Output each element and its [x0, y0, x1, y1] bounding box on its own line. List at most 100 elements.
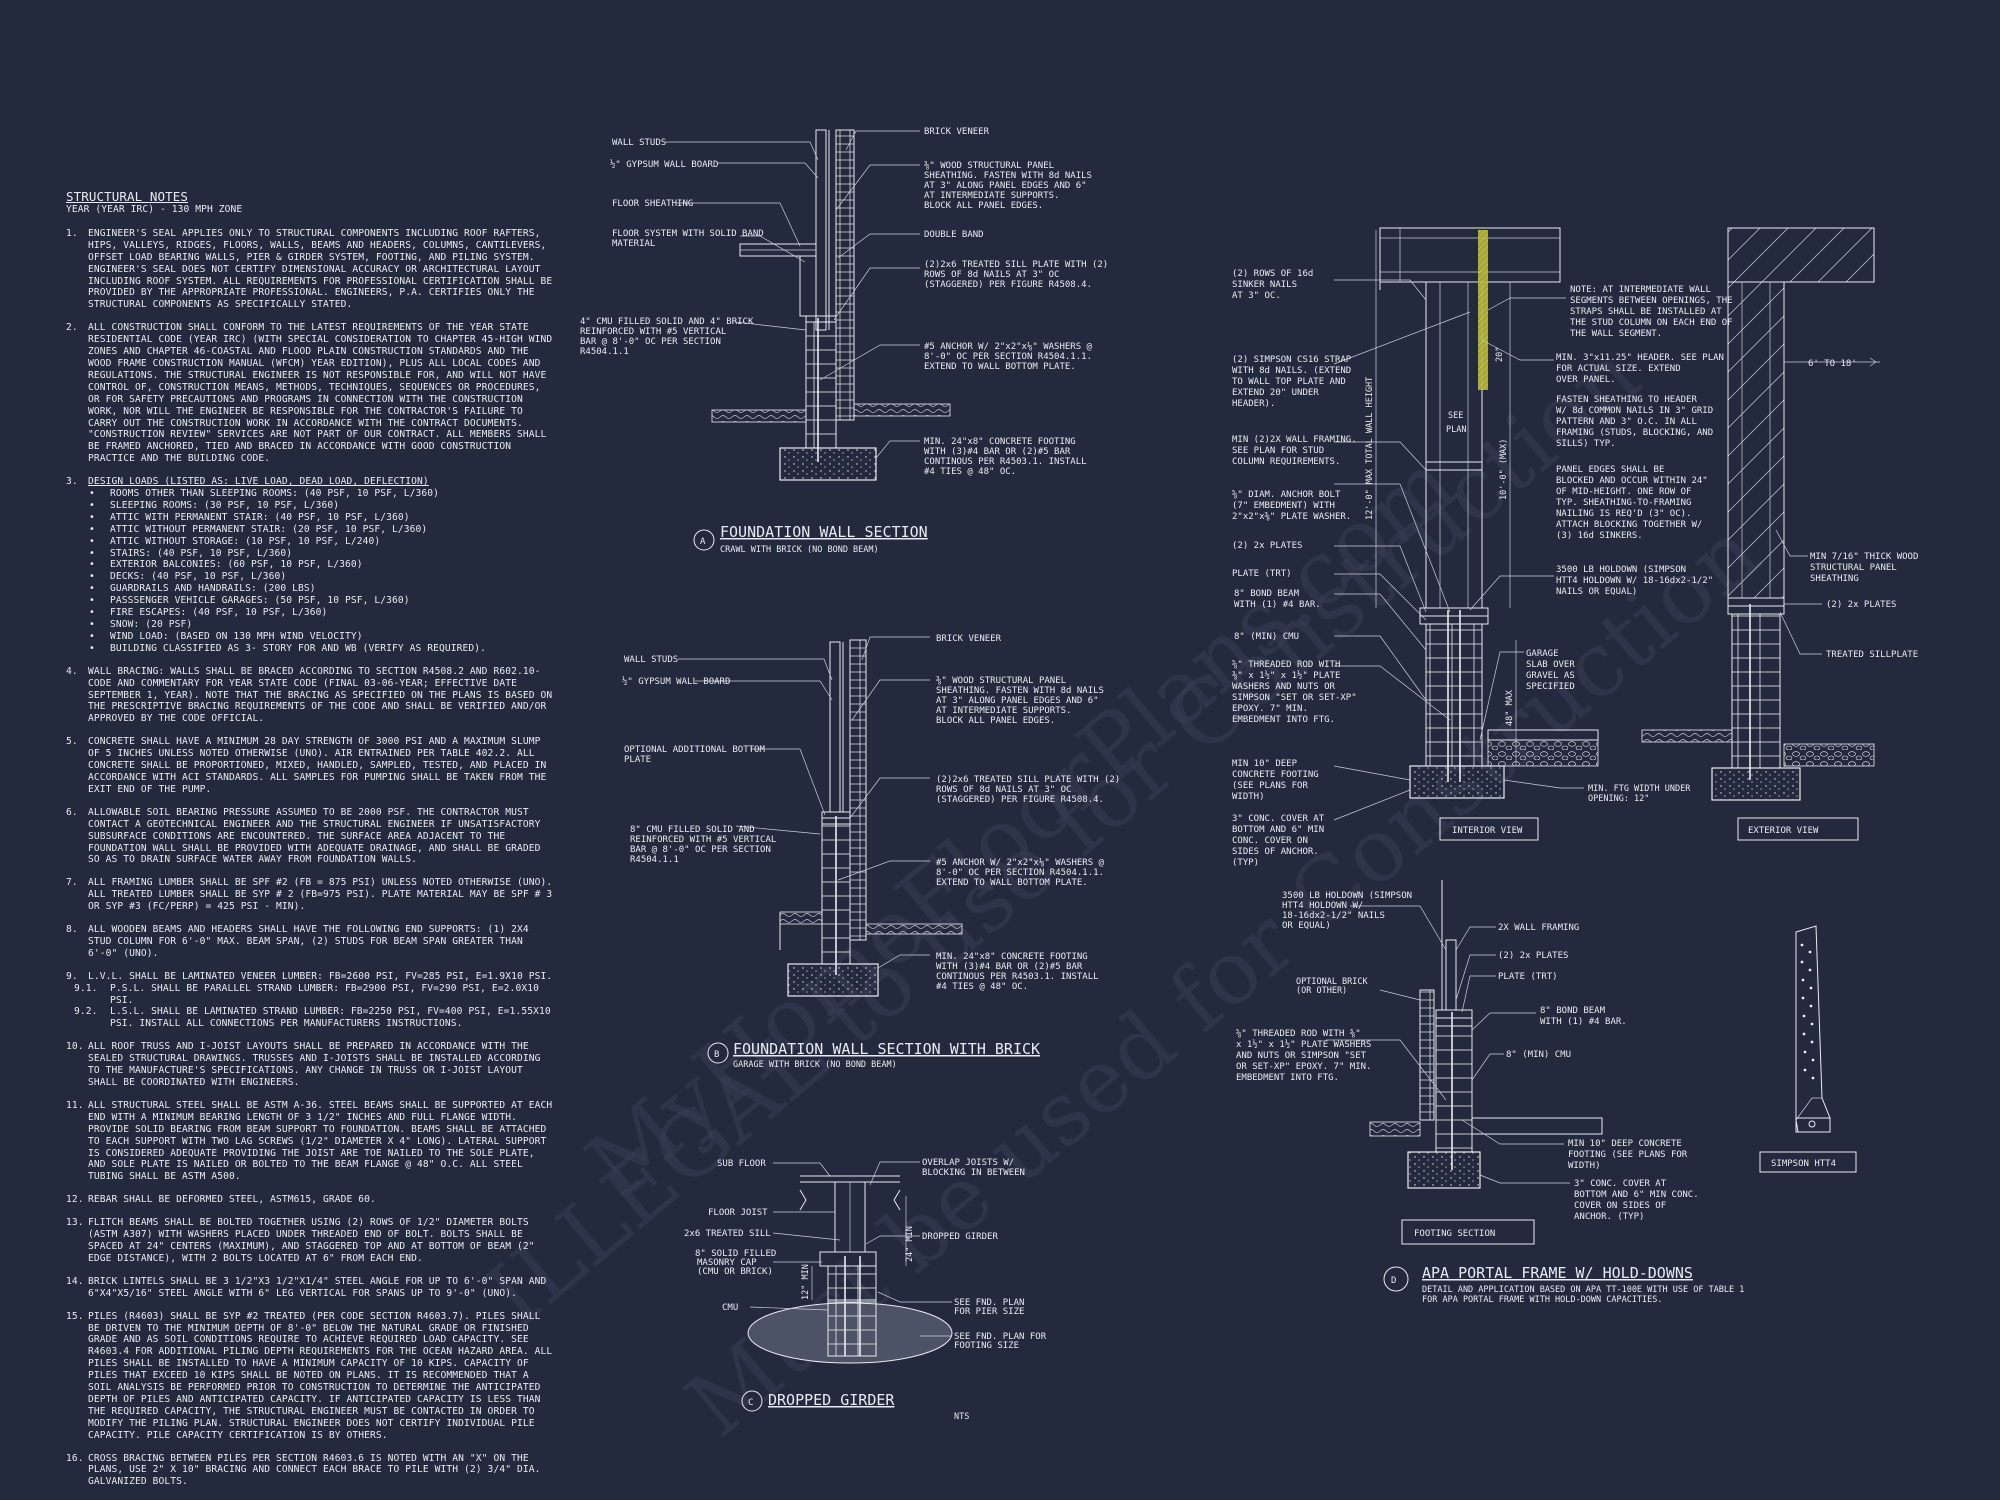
- label: FRAMING (STUDS, BLOCKING, AND: [1556, 428, 1713, 438]
- label: WIDTH): [1568, 1161, 1601, 1171]
- label: 3" CONC. COVER AT: [1232, 814, 1325, 824]
- label: MIN. 3"x11.25" HEADER. SEE PLAN: [1556, 353, 1724, 363]
- design-load-item: ATTIC WITH PERMANENT STAIR: (40 PSF, 10 …: [88, 512, 556, 524]
- label: SIDES OF ANCHOR.: [1232, 847, 1319, 857]
- label: AT 3" ALONG PANEL EDGES AND 6": [936, 696, 1099, 706]
- label: CONC. COVER ON: [1232, 836, 1308, 846]
- label: PATTERN AND 3" O.C. IN ALL: [1556, 417, 1697, 427]
- design-load-item: BUILDING CLASSIFIED AS 3- STORY FOR AND …: [88, 643, 556, 655]
- label: CONTINOUS PER R4503.1. INSTALL: [924, 457, 1087, 467]
- note-text: L.V.L. SHALL BE LAMINATED VENEER LUMBER:…: [88, 970, 553, 982]
- label: FOR ACTUAL SIZE. EXTEND: [1556, 364, 1681, 374]
- detail-b-foundation-wall-brick: WALL STUDS ½" GYPSUM WALL BOARD OPTIONAL…: [622, 634, 1120, 1070]
- label: HTT4 HOLDOWN W/ 18-16dx2-1/2": [1556, 576, 1713, 586]
- label: 18-16dx2-1/2" NAILS: [1282, 911, 1385, 921]
- label: NOTE: AT INTERMEDIATE WALL: [1570, 285, 1711, 295]
- label: (2)2x6 TREATED SILL PLATE WITH (2): [936, 775, 1120, 785]
- note-text: ALL ROOF TRUSS AND I-JOIST LAYOUTS SHALL…: [88, 1041, 541, 1088]
- note-text: ALL CONSTRUCTION SHALL CONFORM TO THE LA…: [88, 322, 553, 465]
- detail-d-marker: [1383, 1266, 1409, 1292]
- label: CONTINOUS PER R4503.1. INSTALL: [936, 972, 1099, 982]
- label: AND NUTS OR SIMPSON "SET: [1236, 1051, 1367, 1061]
- design-loads-list: ROOMS OTHER THAN SLEEPING ROOMS: (40 PSF…: [88, 488, 556, 655]
- note-item: 3.DESIGN LOADS (LISTED AS: LIVE LOAD, DE…: [66, 476, 556, 655]
- label: ANCHOR. (TYP): [1574, 1212, 1644, 1222]
- note-heading: DESIGN LOADS (LISTED AS: LIVE LOAD, DEAD…: [88, 476, 429, 488]
- label: BRICK VENEER: [924, 127, 990, 137]
- label: SEGMENTS BETWEEN OPENINGS, THE: [1570, 296, 1733, 306]
- note-text: ALLOWABLE SOIL BEARING PRESSURE ASSUMED …: [88, 806, 541, 866]
- label: EPOXY. 7" MIN.: [1232, 704, 1308, 714]
- label: ROWS OF 8d NAILS AT 3" OC: [936, 785, 1071, 795]
- label: MIN 10" DEEP CONCRETE: [1568, 1139, 1682, 1149]
- label: SEE: [1448, 411, 1463, 421]
- label: x 1½" x 1½" PLATE WASHERS: [1236, 1039, 1371, 1050]
- label: BLOCK ALL PANEL EDGES.: [924, 201, 1043, 211]
- label: EXTEND TO WALL BOTTOM PLATE.: [936, 878, 1088, 888]
- label: OVERLAP JOISTS W/: [922, 1158, 1014, 1168]
- design-load-item: WIND LOAD: (BASED ON 130 MPH WIND VELOCI…: [88, 631, 556, 643]
- label: MATERIAL: [612, 239, 655, 249]
- label: (2) ROWS OF 16d: [1232, 269, 1313, 279]
- note-number: 10.: [66, 1041, 84, 1053]
- label: #5 ANCHOR W/ 2"x2"x⅛" WASHERS @: [936, 858, 1105, 868]
- note-text: REBAR SHALL BE DEFORMED STEEL, ASTM615, …: [88, 1194, 376, 1206]
- detail-b-marker-letter: B: [714, 1050, 719, 1060]
- detail-b-marker: [707, 1042, 729, 1064]
- label: SEE FND. PLAN: [954, 1298, 1024, 1308]
- label: WALL STUDS: [624, 655, 678, 665]
- note-item: 7.ALL FRAMING LUMBER SHALL BE SPF #2 (Fb…: [66, 877, 556, 913]
- label: ⅝" THREADED ROD WITH ⅜": [1236, 1029, 1361, 1039]
- label: EMBEDMENT INTO FTG.: [1236, 1073, 1339, 1083]
- label: OVER PANEL.: [1556, 375, 1616, 385]
- note-subitem: 9.2.L.S.L. SHALL BE LAMINATED STRAND LUM…: [74, 1006, 556, 1030]
- label: WITH (3)#4 BAR OR (2)#5 BAR: [936, 962, 1083, 972]
- label: FOR PIER SIZE: [954, 1307, 1024, 1317]
- detail-d-interior-cmu: [1425, 623, 1483, 767]
- label: 2"x2"x⅜" PLATE WASHER.: [1232, 512, 1351, 522]
- label: 8" SOLID FILLED: [695, 1249, 776, 1259]
- label: ½" GYPSUM WALL BOARD: [622, 676, 730, 687]
- label: BAR @ 8'-0" OC PER SECTION: [630, 845, 771, 855]
- note-item: 9.L.V.L. SHALL BE LAMINATED VENEER LUMBE…: [66, 971, 556, 1031]
- label: BLOCK ALL PANEL EDGES.: [936, 716, 1055, 726]
- label: PLATE: [624, 755, 651, 765]
- detail-a-footing: [779, 447, 877, 481]
- label: PLATE (TRT): [1498, 972, 1558, 982]
- note-item: 8.ALL WOODEN BEAMS AND HEADERS SHALL HAV…: [66, 924, 556, 960]
- note-subitems: 9.1.P.S.L. SHALL BE PARALLEL STRAND LUMB…: [74, 983, 556, 1031]
- label: GARAGE: [1526, 649, 1559, 659]
- detail-c-marker-letter: C: [748, 1398, 753, 1408]
- label: SILLS) TYP.: [1556, 439, 1616, 449]
- label: EXTEND 20" UNDER: [1232, 388, 1319, 398]
- note-item: 10. ALL ROOF TRUSS AND I-JOIST LAYOUTS SH…: [66, 1041, 556, 1089]
- label: R4504.1.1: [580, 347, 629, 357]
- note-number: 15.: [66, 1310, 84, 1322]
- label: FLOOR JOIST: [708, 1208, 768, 1218]
- exterior-view-label-box: [1737, 817, 1859, 841]
- label: WIDTH): [1232, 792, 1265, 802]
- detail-d-marker-letter: D: [1391, 1276, 1396, 1286]
- detail-c-dropped-girder: SUB FLOOR FLOOR JOIST 2x6 TREATED SILL 8…: [684, 1158, 1047, 1422]
- note-text: ALL FRAMING LUMBER SHALL BE SPF #2 (Fb =…: [88, 877, 553, 913]
- label: BLOCKED AND OCCUR WITHIN 24": [1556, 476, 1708, 486]
- note-number: 4.: [66, 665, 78, 677]
- detail-b-brick-veneer: [849, 639, 867, 941]
- label: DROPPED GIRDER: [922, 1232, 998, 1242]
- design-load-item: SLEEPING ROOMS: (30 PSF, 10 PSF, L/360): [88, 500, 556, 512]
- label: SPECIFIED: [1526, 682, 1575, 692]
- design-load-item: STAIRS: (40 PSF, 10 PSF, L/360): [88, 548, 556, 560]
- label: BLOCKING IN BETWEEN: [922, 1168, 1025, 1178]
- label: R4504.1.1: [630, 855, 679, 865]
- detail-d-footing-section: 3500 LB HOLDOWN (SIMPSON HTT4 HOLDOWN W/…: [1236, 880, 1699, 1245]
- label: NAILS OR EQUAL): [1556, 587, 1637, 597]
- label: SEE FND. PLAN FOR: [954, 1332, 1047, 1342]
- label: BOTTOM AND 6" MIN CONC.: [1574, 1190, 1699, 1200]
- label: SHEATHING. FASTEN WITH 8d NAILS: [936, 686, 1104, 696]
- label: FASTEN SHEATHING TO HEADER: [1556, 395, 1697, 405]
- label: 8'-0" OC PER SECTION R4504.1.1.: [936, 868, 1104, 878]
- detail-a-brick-veneer: [835, 129, 855, 421]
- note-text: ENGINEER'S SEAL APPLIES ONLY TO STRUCTUR…: [88, 227, 553, 311]
- structural-notes: STRUCTURAL NOTES YEAR (YEAR IRC) - 130 m…: [66, 190, 556, 1499]
- note-item: 1.ENGINEER'S SEAL APPLIES ONLY TO STRUCT…: [66, 228, 556, 311]
